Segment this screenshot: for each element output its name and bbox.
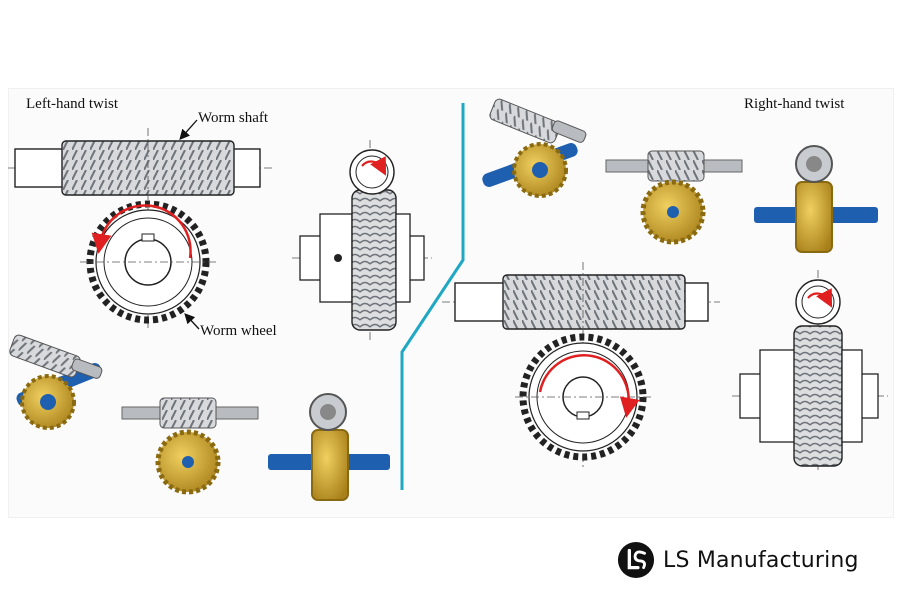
brand-name: LS Manufacturing	[663, 547, 859, 573]
right-worm-shaft	[442, 262, 720, 470]
divider-line	[400, 103, 465, 490]
right-worm-wheel	[515, 333, 652, 461]
right-3d-side	[754, 145, 878, 253]
left-3d-front	[121, 397, 259, 495]
left-hand-twist-label: Left-hand twist	[26, 96, 119, 112]
right-3d-front	[605, 150, 743, 245]
left-worm-wheel	[80, 200, 216, 324]
brand-logo: LS Manufacturing	[617, 540, 859, 580]
worm-shaft-pointer	[179, 119, 198, 140]
worm-shaft-label: Worm shaft	[198, 110, 269, 126]
left-3d-side	[268, 393, 390, 501]
ls-monogram-icon	[617, 541, 655, 579]
worm-wheel-label: Worm wheel	[200, 323, 277, 339]
worm-wheel-pointer	[184, 313, 200, 330]
right-side-view	[732, 270, 888, 470]
left-side-view	[292, 140, 432, 340]
right-hand-twist-label: Right-hand twist	[744, 96, 845, 112]
left-3d-assembly	[9, 334, 103, 430]
right-3d-assembly	[482, 98, 587, 198]
